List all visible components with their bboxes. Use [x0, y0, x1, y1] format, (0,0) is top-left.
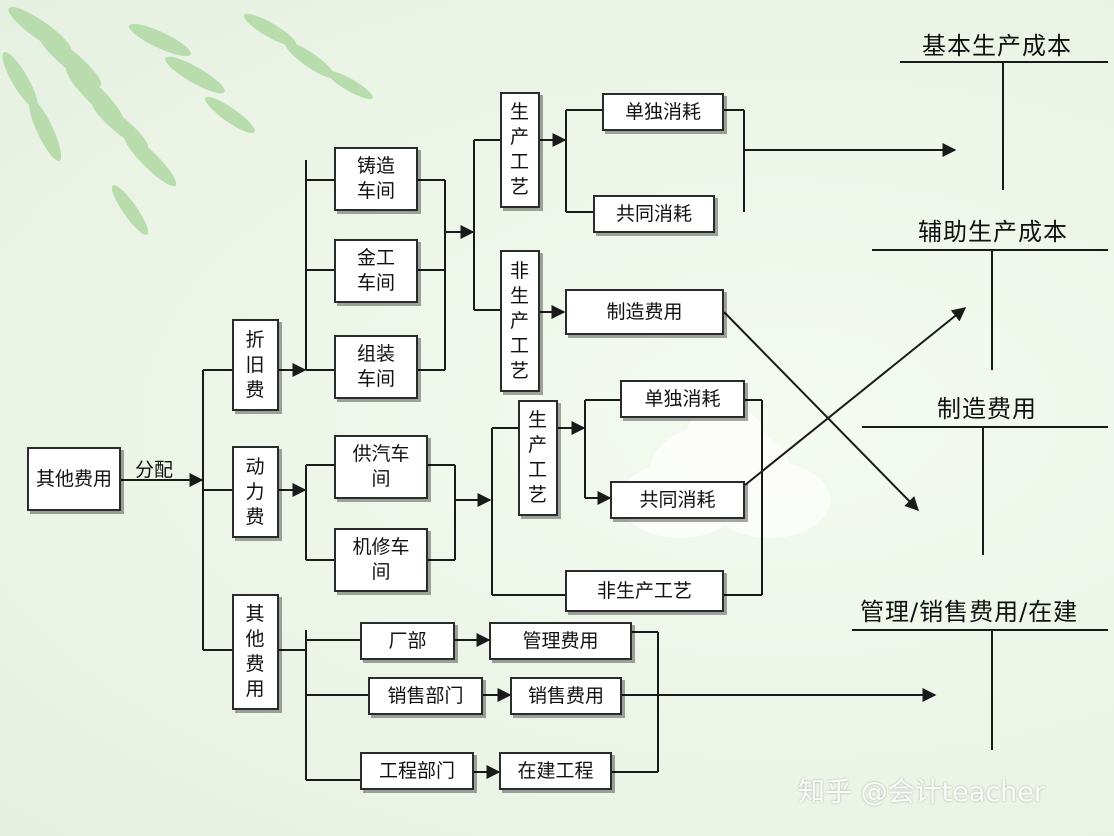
other-expense-box: 其 他 费 用: [232, 594, 279, 710]
manufacturing-overhead-label: 制造费用: [937, 395, 1037, 423]
auxiliary-production-cost-label: 辅助生产成本: [918, 218, 1068, 246]
root-label: 其他费用: [35, 467, 112, 490]
non-production-process-box-2: 非生产工艺: [565, 570, 724, 612]
machining-workshop-box: 金工 车间: [334, 239, 418, 303]
basic-production-cost-label: 基本生产成本: [922, 32, 1072, 60]
production-process-box-1: 生 产 工 艺: [500, 92, 540, 208]
joint-consumption-box-2: 共同消耗: [610, 481, 745, 519]
construction-box: 在建工程: [499, 752, 612, 790]
power-box: 动 力 费: [232, 446, 279, 538]
selling-expense-box: 销售费用: [510, 677, 622, 715]
period-expense-label: 管理/销售费用/在建: [860, 598, 1079, 626]
manufacturing-cost-box: 制造费用: [565, 289, 724, 335]
single-consumption-box-2: 单独消耗: [620, 380, 745, 418]
admin-expense-box: 管理费用: [489, 622, 632, 660]
single-consumption-box-1: 单独消耗: [602, 93, 724, 131]
engineering-dept-box: 工程部门: [360, 752, 474, 790]
repair-workshop-box: 机修车 间: [334, 528, 428, 592]
factory-dept-box: 厂部: [360, 622, 455, 660]
assembly-workshop-box: 组装 车间: [334, 335, 418, 399]
joint-consumption-box-1: 共同消耗: [593, 195, 715, 233]
watermark-text: 知乎 @会计teacher: [798, 777, 1045, 808]
steam-workshop-box: 供汽车 间: [334, 435, 428, 499]
casting-workshop-box: 铸造 车间: [334, 147, 418, 211]
allocate-label: 分配: [135, 459, 174, 481]
production-process-box-2: 生 产 工 艺: [518, 400, 558, 516]
depreciation-box: 折 旧 费: [232, 319, 279, 411]
other-expenses-root: 其他费用: [27, 447, 121, 511]
sales-dept-box: 销售部门: [368, 677, 483, 715]
non-production-process-box-1: 非 生 产 工 艺: [500, 250, 540, 392]
